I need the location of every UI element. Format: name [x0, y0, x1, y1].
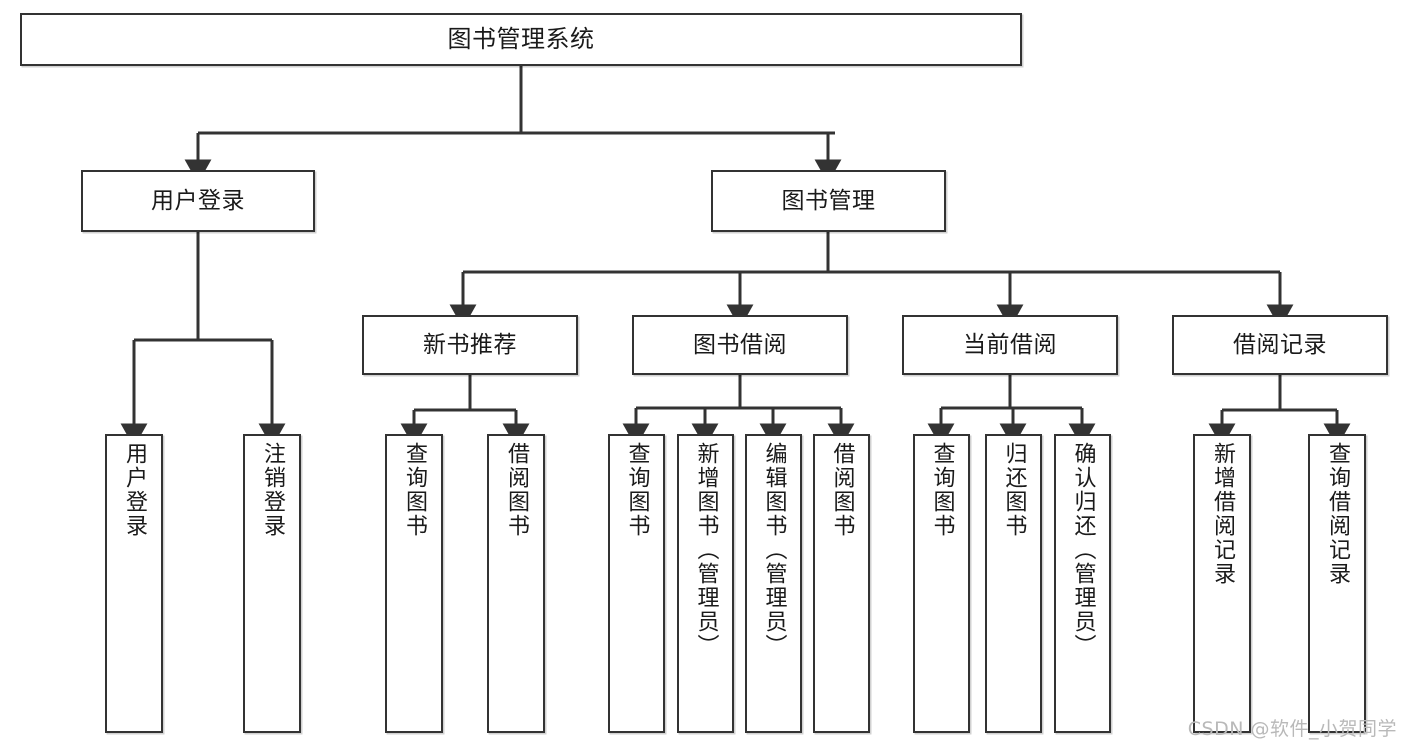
- node-leaf-add-borrow-record[interactable]: 新增借阅记录: [1193, 434, 1251, 733]
- node-current-borrow-label: 当前借阅: [963, 331, 1057, 358]
- node-leaf-add-book-admin[interactable]: 新增图书（管理员）: [677, 434, 734, 733]
- node-leaf-query-book-borrow[interactable]: 查询图书: [608, 434, 665, 733]
- node-leaf-borrow-book-rec[interactable]: 借阅图书: [487, 434, 545, 733]
- node-leaf-query-borrow-record-label: 查询借阅记录: [1325, 442, 1350, 586]
- node-leaf-confirm-return-admin-label: 确认归还（管理员）: [1070, 442, 1096, 658]
- node-leaf-return-book-label: 归还图书: [1001, 442, 1027, 538]
- node-leaf-borrow-book-rec-label: 借阅图书: [504, 442, 529, 538]
- node-borrow-record[interactable]: 借阅记录: [1172, 315, 1388, 375]
- node-leaf-confirm-return-admin[interactable]: 确认归还（管理员）: [1054, 434, 1111, 733]
- node-leaf-query-book-rec-label: 查询图书: [402, 442, 427, 538]
- node-leaf-logout-label: 注销登录: [260, 442, 285, 538]
- node-leaf-borrow-book-label: 借阅图书: [829, 442, 855, 538]
- node-leaf-query-book-rec[interactable]: 查询图书: [385, 434, 443, 733]
- node-leaf-user-login[interactable]: 用户登录: [105, 434, 163, 733]
- node-book-manage-label: 图书管理: [781, 187, 876, 214]
- node-root-label: 图书管理系统: [447, 24, 595, 53]
- node-current-borrow[interactable]: 当前借阅: [902, 315, 1118, 375]
- node-leaf-edit-book-admin[interactable]: 编辑图书（管理员）: [745, 434, 802, 733]
- node-leaf-logout[interactable]: 注销登录: [243, 434, 301, 733]
- node-book-manage[interactable]: 图书管理: [711, 170, 946, 232]
- node-leaf-edit-book-admin-label: 编辑图书（管理员）: [761, 442, 787, 658]
- node-leaf-user-login-label: 用户登录: [122, 442, 147, 538]
- node-root[interactable]: 图书管理系统: [20, 13, 1022, 66]
- node-borrow-record-label: 借阅记录: [1233, 331, 1327, 358]
- node-leaf-query-book-current-label: 查询图书: [929, 442, 955, 538]
- node-book-borrow[interactable]: 图书借阅: [632, 315, 848, 375]
- node-leaf-add-book-admin-label: 新增图书（管理员）: [693, 442, 719, 658]
- node-new-book-recommend-label: 新书推荐: [423, 331, 517, 358]
- node-leaf-query-book-borrow-label: 查询图书: [624, 442, 650, 538]
- node-user-login-label: 用户登录: [151, 187, 245, 214]
- node-leaf-return-book[interactable]: 归还图书: [985, 434, 1042, 733]
- node-user-login[interactable]: 用户登录: [81, 170, 315, 232]
- node-leaf-add-borrow-record-label: 新增借阅记录: [1210, 442, 1235, 586]
- node-book-borrow-label: 图书借阅: [693, 331, 787, 358]
- node-leaf-query-book-current[interactable]: 查询图书: [913, 434, 970, 733]
- node-leaf-query-borrow-record[interactable]: 查询借阅记录: [1308, 434, 1366, 733]
- node-leaf-borrow-book[interactable]: 借阅图书: [813, 434, 870, 733]
- node-new-book-recommend[interactable]: 新书推荐: [362, 315, 578, 375]
